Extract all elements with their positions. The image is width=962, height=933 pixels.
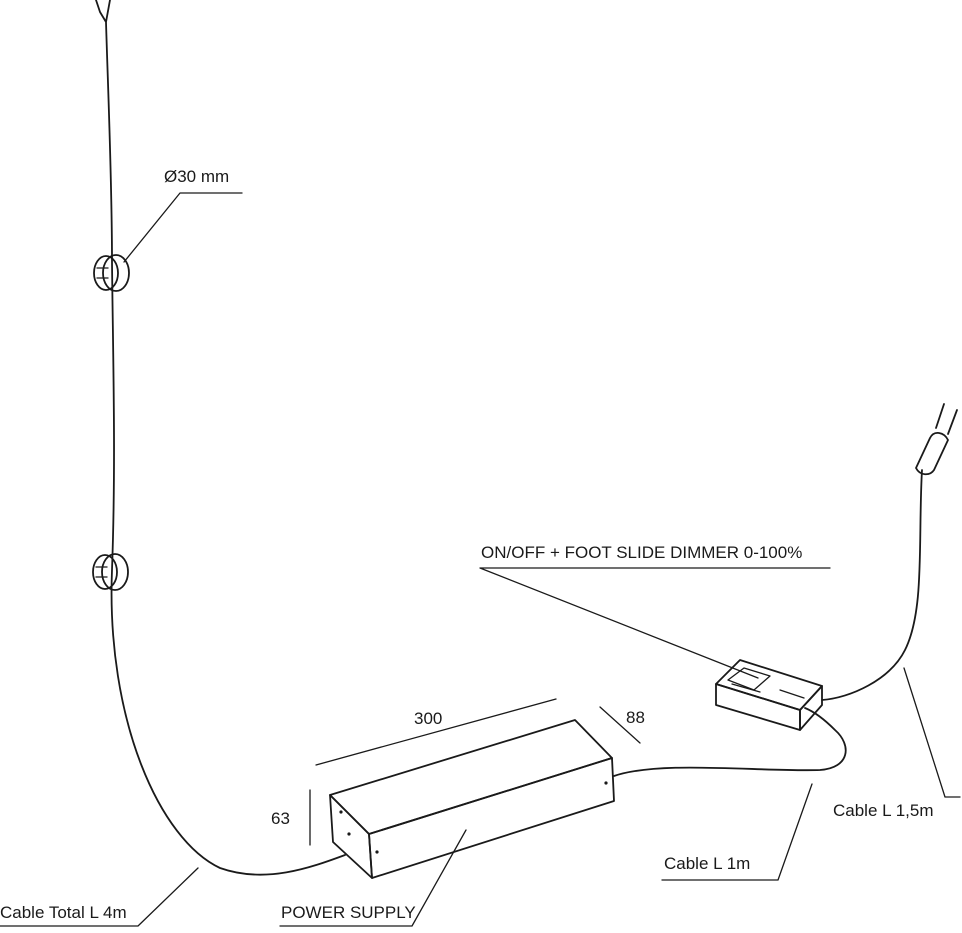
- cable-psu-to-dimmer: [613, 707, 847, 777]
- label-power-supply: POWER SUPPLY: [281, 903, 416, 922]
- light-head-lower: [92, 553, 129, 591]
- leader-dimmer: [479, 567, 831, 679]
- label-diameter: Ø30 mm: [164, 167, 229, 186]
- cable-dimmer-to-plug: [821, 469, 923, 701]
- label-length: 300: [414, 709, 442, 728]
- label-depth: 88: [626, 708, 645, 727]
- label-cable-total: Cable Total L 4m: [0, 903, 127, 922]
- dimension-line-length: [315, 698, 557, 766]
- label-dimmer: ON/OFF + FOOT SLIDE DIMMER 0-100%: [481, 543, 802, 562]
- label-cable-15: Cable L 1,5m: [833, 801, 933, 820]
- leader-diameter: [123, 192, 243, 263]
- main-cable: [95, 0, 346, 876]
- dimmer-switch: [715, 659, 823, 731]
- dimension-line-depth: [599, 706, 641, 744]
- leader-cable-total: [0, 867, 199, 927]
- plug: [915, 403, 958, 476]
- leader-cable-15: [903, 667, 961, 798]
- light-head-upper: [93, 254, 130, 292]
- leader-power-supply: [279, 829, 467, 927]
- leader-cable-1: [661, 783, 813, 881]
- power-supply-box: [329, 719, 615, 879]
- label-height: 63: [271, 809, 290, 828]
- label-cable-1: Cable L 1m: [664, 854, 750, 873]
